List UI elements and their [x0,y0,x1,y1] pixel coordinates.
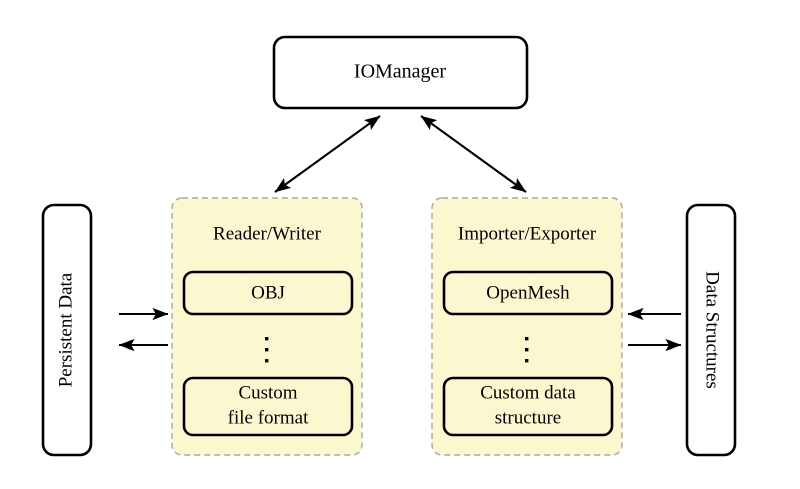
vertical-dots-icon-dot-3 [265,359,269,363]
panel-reader-writer-title: Reader/Writer [213,223,322,244]
item-label: OpenMesh [486,282,570,303]
node-data-structures-label: Data Structures [702,271,723,389]
item-label-line-2: structure [495,407,561,428]
node-iomanager-box [272,35,529,110]
node-persistent-data-label: Persistent Data [55,272,76,387]
node-persistent-data-box [41,203,93,457]
panel-importer-exporter-item-1[interactable]: Custom data structure [442,376,614,437]
item-label-line-2: file format [228,407,309,428]
node-data-structures[interactable]: Data Structures [685,203,737,457]
vertical-dots-icon-dot-1 [525,337,529,341]
item-label: OBJ [251,282,285,303]
vertical-dots-icon-dot-2 [265,348,269,352]
panel-reader-writer-item-1[interactable]: Custom file format [182,376,354,437]
item-label-line-1: Custom data [480,382,576,403]
panel-reader-writer-ellipsis [265,337,269,363]
vertical-dots-icon-dot-2 [525,348,529,352]
node-iomanager-label: IOManager [354,61,447,83]
node-iomanager[interactable]: IOManager [272,35,529,110]
panel-importer-exporter-item-0[interactable]: OpenMesh [442,270,614,316]
item-label-line-1: Custom [238,382,297,403]
vertical-dots-icon-dot-3 [525,359,529,363]
panel-importer-exporter-ellipsis [525,337,529,363]
panel-importer-exporter-title: Importer/Exporter [458,223,597,244]
arrow-iomanager-importer-exporter [420,115,527,193]
item-box [182,270,354,316]
panel-reader-writer[interactable]: Reader/Writer OBJ Custom file format [171,197,363,456]
panel-importer-exporter[interactable]: Importer/Exporter OpenMesh Custom data s… [431,197,623,456]
item-box [442,376,614,437]
node-persistent-data[interactable]: Persistent Data [41,203,93,457]
item-box [442,270,614,316]
arrow-iomanager-reader-writer [274,115,381,193]
item-box [182,376,354,437]
node-data-structures-box [685,203,737,457]
vertical-dots-icon-dot-1 [265,337,269,341]
panel-reader-writer-item-0[interactable]: OBJ [182,270,354,316]
